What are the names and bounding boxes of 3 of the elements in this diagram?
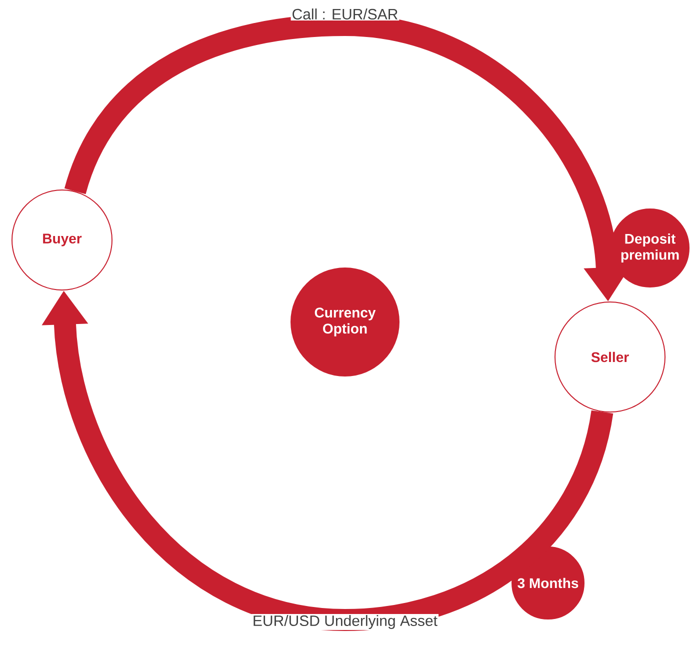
node-label: Deposit premium bbox=[621, 233, 679, 263]
edge-label: EUR/USD Underlying Asset bbox=[251, 614, 439, 630]
edge-label: Call : EUR/SAR bbox=[290, 8, 400, 20]
